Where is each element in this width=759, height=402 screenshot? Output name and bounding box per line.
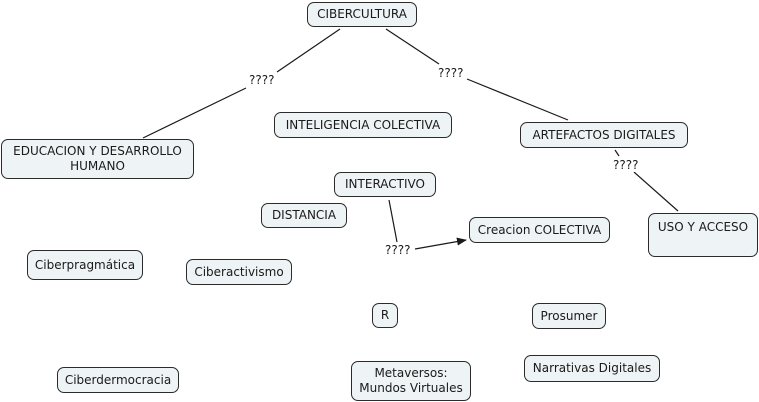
node-creacion-colectiva[interactable]: Creacion COLECTIVA	[469, 217, 610, 243]
link-interactivo-label4	[388, 199, 398, 243]
link-artefactos-label3	[614, 149, 620, 157]
node-ciberdemocracia[interactable]: Ciberdermocracia	[57, 367, 179, 393]
link-cibercultura-label2	[385, 28, 440, 65]
node-prosumer[interactable]: Prosumer	[532, 303, 606, 329]
node-r[interactable]: R	[372, 303, 398, 328]
link-label-cibercultura-educacion[interactable]: ????	[248, 73, 276, 87]
node-inteligencia-colectiva[interactable]: INTELIGENCIA COLECTIVA	[274, 112, 452, 138]
node-ciberpragmatica[interactable]: Ciberpragmática	[27, 250, 143, 280]
link-label-cibercultura-artefactos[interactable]: ????	[437, 66, 465, 80]
node-uso-y-acceso[interactable]: USO Y ACCESO	[648, 213, 758, 257]
node-metaversos[interactable]: Metaversos: Mundos Virtuales	[351, 361, 471, 401]
node-distancia[interactable]: DISTANCIA	[261, 203, 347, 228]
node-ciberactivismo[interactable]: Ciberactivismo	[186, 259, 292, 285]
node-artefactos-digitales[interactable]: ARTEFACTOS DIGITALES	[520, 122, 688, 148]
link-label2-artefactos	[466, 78, 569, 121]
link-label3-uso	[633, 171, 679, 212]
node-educacion[interactable]: EDUCACION Y DESARROLLO HUMANO	[1, 139, 194, 179]
link-label-interactivo-creacion[interactable]: ????	[384, 243, 412, 257]
link-label-artefactos-uso[interactable]: ????	[612, 158, 640, 172]
node-narrativas-digitales[interactable]: Narrativas Digitales	[524, 355, 660, 382]
link-cibercultura-label1	[276, 28, 341, 73]
node-interactivo[interactable]: INTERACTIVO	[334, 172, 436, 197]
node-cibercultura[interactable]: CIBERCULTURA	[307, 2, 417, 27]
link-label1-educacion	[142, 87, 247, 139]
arrow-label4-creacion	[414, 237, 467, 250]
